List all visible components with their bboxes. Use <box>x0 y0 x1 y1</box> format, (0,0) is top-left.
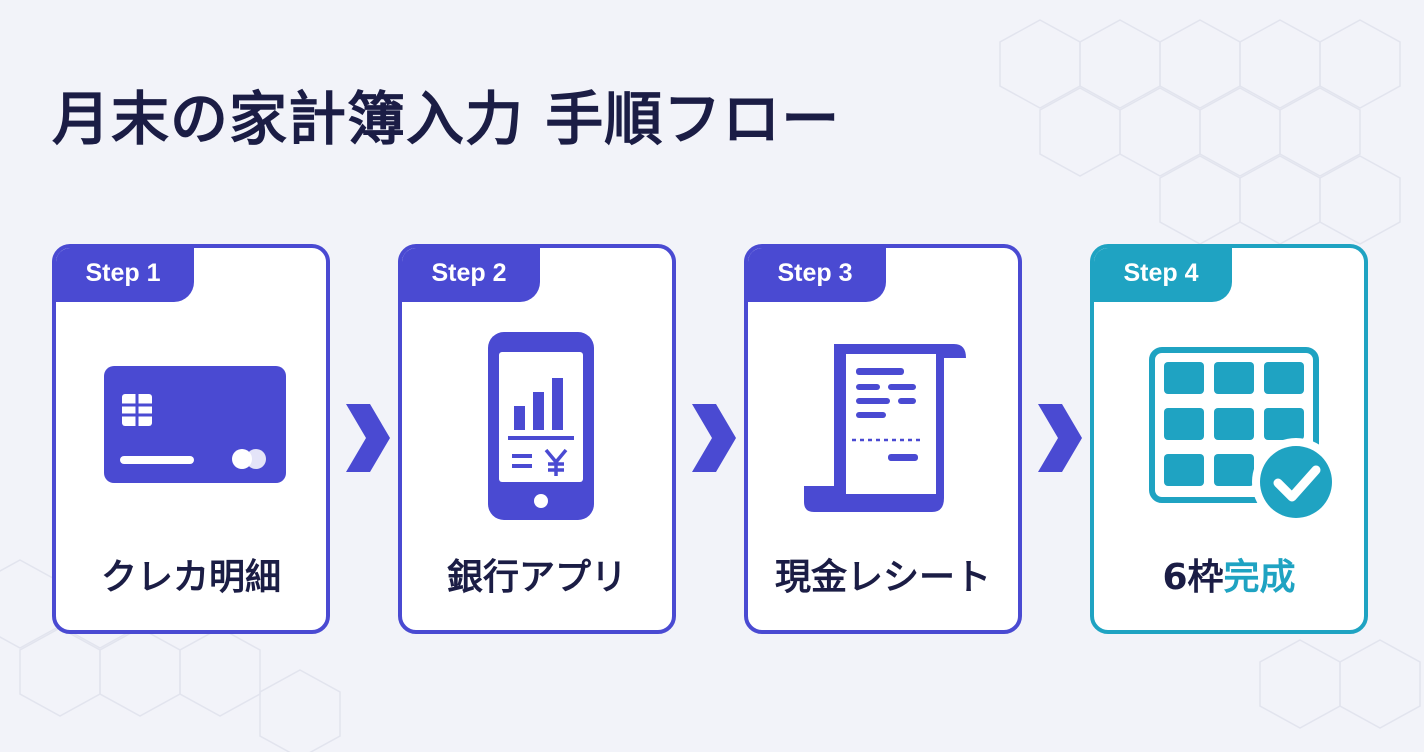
step-tab-2: Step 2 <box>402 248 540 302</box>
step-card-4: Step 4 6枠完成 <box>1090 244 1368 634</box>
step-tab-1: Step 1 <box>56 248 194 302</box>
step-card-3: Step 3 現金レシート <box>744 244 1022 634</box>
step-tab-3: Step 3 <box>748 248 886 302</box>
step-card-2: Step 2 銀行アプリ <box>398 244 676 634</box>
smartphone-chart-yen-icon <box>488 332 594 520</box>
receipt-icon <box>804 344 966 512</box>
chevron-right-icon <box>692 404 736 472</box>
step-label-3: 現金レシート <box>774 557 991 598</box>
step-label-4-accent: 完成 <box>1223 557 1296 598</box>
step-label-4-prefix: 6枠 <box>1162 557 1224 598</box>
credit-card-icon <box>104 366 286 483</box>
step-label-2: 銀行アプリ <box>446 557 627 598</box>
step-label-1: クレカ明細 <box>100 557 281 598</box>
step-card-1: Step 1 クレカ明細 <box>52 244 330 634</box>
step-tab-4: Step 4 <box>1094 248 1232 302</box>
grid-check-icon <box>1149 347 1340 526</box>
chevron-right-icon <box>1038 404 1082 472</box>
chevron-right-icon <box>346 404 390 472</box>
page-title: 月末の家計簿入力 手順フロー <box>52 85 841 153</box>
step-label-4: 6枠完成 <box>1094 548 1364 600</box>
